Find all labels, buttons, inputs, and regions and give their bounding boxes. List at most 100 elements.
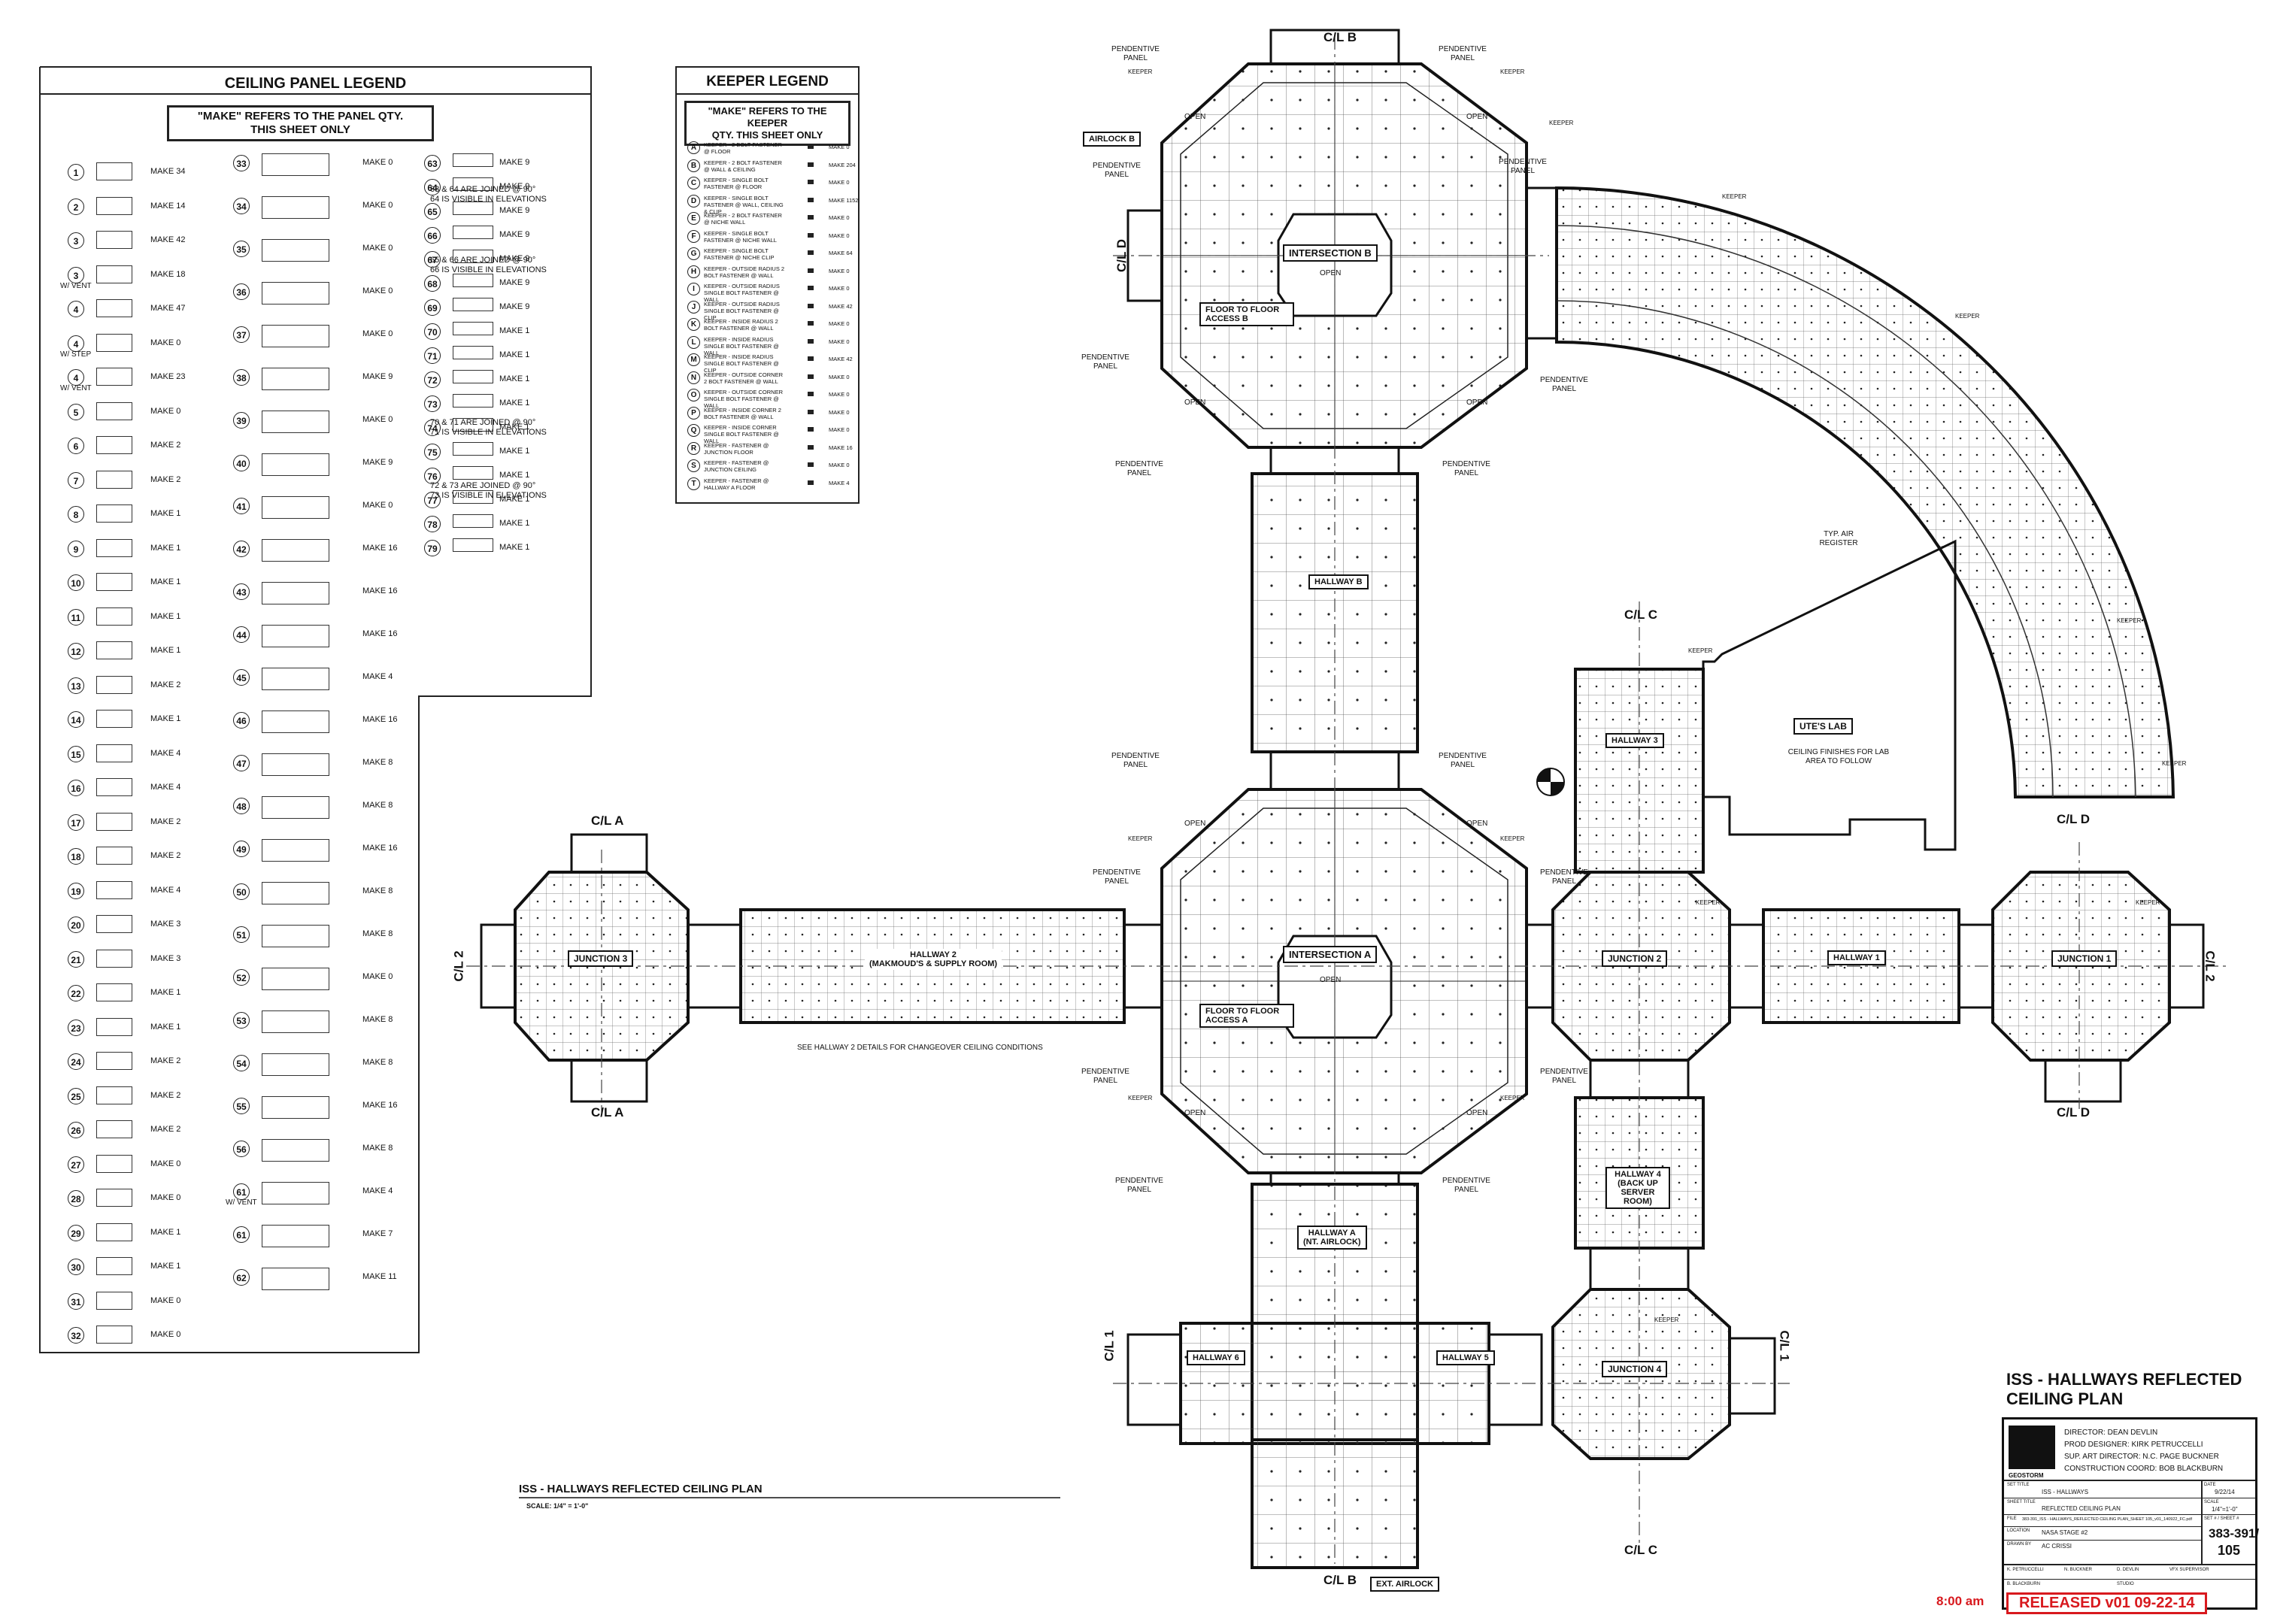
keeper-letter: S <box>687 459 700 472</box>
panel-make-qty: MAKE 8 <box>362 1144 393 1153</box>
panel-shape <box>96 880 132 899</box>
keeper-description: KEEPER - OUTSIDE CORNER SINGLE BOLT FAST… <box>704 389 784 409</box>
hallway-b-label: HALLWAY B <box>1308 574 1369 589</box>
panel-shape <box>453 226 493 239</box>
center-lines <box>466 36 2226 1564</box>
keeper-make-qty: MAKE 0 <box>829 408 850 416</box>
panel-make-qty: MAKE 8 <box>362 886 393 895</box>
panel-shape <box>262 368 329 390</box>
keeper-description: KEEPER - FASTENER @ JUNCTION FLOOR <box>704 441 769 456</box>
keeper-description: KEEPER - 2 BOLT FASTENER @ NICHE WALL <box>704 212 782 226</box>
keeper-make-qty: MAKE 0 <box>829 232 850 239</box>
keeper-callout: KEEPER <box>1549 120 1574 126</box>
ceiling-panel-legend: CEILING PANEL LEGEND "MAKE" REFERS TO TH… <box>39 66 592 1353</box>
keeper-description: KEEPER - FASTENER @ JUNCTION CEILING <box>704 459 769 473</box>
panel-number: 63 <box>424 155 441 171</box>
panel-shape <box>96 333 132 352</box>
panel-shape <box>262 196 329 219</box>
panel-number: 68 <box>424 275 441 292</box>
panel-number: 31 <box>68 1292 84 1310</box>
panel-number: 33 <box>233 155 250 171</box>
keeper-make-qty: MAKE 0 <box>829 267 850 274</box>
panel-number: 34 <box>233 198 250 214</box>
panel-number: 17 <box>68 814 84 831</box>
panel-shape <box>96 744 132 762</box>
panel-make-qty: MAKE 9 <box>499 278 530 287</box>
cl-d-right: C/L D <box>2057 812 2091 826</box>
panel-make-qty: MAKE 0 <box>362 972 393 981</box>
open-label: OPEN <box>1466 113 1488 121</box>
keeper-make-note: "MAKE" REFERS TO THE KEEPER QTY. THIS SH… <box>684 101 850 146</box>
cl-d-right-bottom: C/L D <box>2057 1105 2091 1120</box>
keeper-symbol-icon <box>808 286 814 290</box>
panel-shape <box>96 641 132 659</box>
panel-number: 23 <box>68 1019 84 1036</box>
panel-make-qty: MAKE 1 <box>499 447 530 456</box>
keeper-symbol-icon <box>808 268 814 273</box>
panel-make-qty: MAKE 0 <box>362 201 393 210</box>
panel-number: 7 <box>68 471 84 489</box>
panel-shape <box>262 968 329 990</box>
panel-shape <box>96 1086 132 1104</box>
tb-rule <box>2004 1579 2255 1580</box>
panel-make-qty: MAKE 8 <box>362 1015 393 1024</box>
sheet-number: 105 <box>2218 1543 2241 1558</box>
panel-shape <box>262 1225 329 1247</box>
panel-shape <box>96 607 132 626</box>
pendentive-panel-label: PENDENTIVE PANEL <box>1442 460 1490 477</box>
panel-make-qty: MAKE 16 <box>362 544 398 553</box>
hallway-2-note: SEE HALLWAY 2 DETAILS FOR CHANGEOVER CEI… <box>797 1044 1043 1052</box>
utes-lab <box>1702 539 1957 851</box>
panel-make-qty: MAKE 47 <box>150 304 186 313</box>
panel-number: 77 <box>424 492 441 508</box>
panel-make-qty: MAKE 1 <box>499 543 530 552</box>
keeper-letter: N <box>687 371 700 384</box>
panel-number: 30 <box>68 1259 84 1275</box>
cl-a-bottom: C/L A <box>591 1105 624 1120</box>
cl-c-mid: C/L C <box>1624 607 1658 622</box>
open-label: OPEN <box>1184 1109 1206 1117</box>
legend-note: 72 & 73 ARE JOINED @ 90° <box>430 481 536 490</box>
panel-number: 76 <box>424 468 441 484</box>
keeper-letter: E <box>687 212 700 225</box>
panel-number: 75 <box>424 444 441 460</box>
open-label: OPEN <box>1466 398 1488 407</box>
airlock-b-label: AIRLOCK B <box>1083 132 1142 147</box>
approval-studio: STUDIO <box>2117 1582 2134 1586</box>
keeper-callout: KEEPER <box>1500 68 1525 75</box>
panel-make-qty: MAKE 0 <box>362 286 393 295</box>
panel-make-qty: MAKE 8 <box>362 1058 393 1067</box>
keeper-symbol-icon <box>808 444 814 450</box>
panel-shape <box>453 322 493 335</box>
panel-make-qty: MAKE 1 <box>150 509 181 518</box>
panel-make-qty: MAKE 16 <box>362 586 398 595</box>
set-title: ISS - HALLWAYS <box>2042 1489 2089 1495</box>
panel-make-qty: MAKE 16 <box>362 629 398 638</box>
approval-vfx: VFX SUPERVISOR <box>2169 1568 2209 1572</box>
intersection-a-label: INTERSECTION A <box>1283 946 1378 963</box>
keeper-symbol-icon <box>808 321 814 326</box>
pendentive-panel-label: PENDENTIVE PANEL <box>1111 45 1160 62</box>
panel-number: 50 <box>233 883 250 900</box>
keeper-make-qty: MAKE 16 <box>829 444 853 451</box>
panel-shape <box>262 839 329 862</box>
approval-blackburn: B. BLACKBURN <box>2007 1582 2041 1586</box>
panel-shape <box>96 1017 132 1036</box>
keeper-callout: KEEPER <box>1696 899 1721 906</box>
panel-make-qty: MAKE 9 <box>362 372 393 381</box>
panel-shape <box>262 925 329 947</box>
panel-shape <box>262 1139 329 1162</box>
intersection-b-west-stub <box>1126 209 1163 302</box>
panel-number: 65 <box>424 203 441 220</box>
panel-shape <box>96 847 132 865</box>
keeper-description: KEEPER - OUTSIDE RADIUS SINGLE BOLT FAST… <box>704 300 780 321</box>
panel-make-qty: MAKE 42 <box>150 235 186 244</box>
panel-shape <box>262 1182 329 1204</box>
keeper-description: KEEPER - 2 BOLT FASTENER @ FLOOR <box>704 141 782 155</box>
keeper-callout: KEEPER <box>1500 1095 1525 1101</box>
